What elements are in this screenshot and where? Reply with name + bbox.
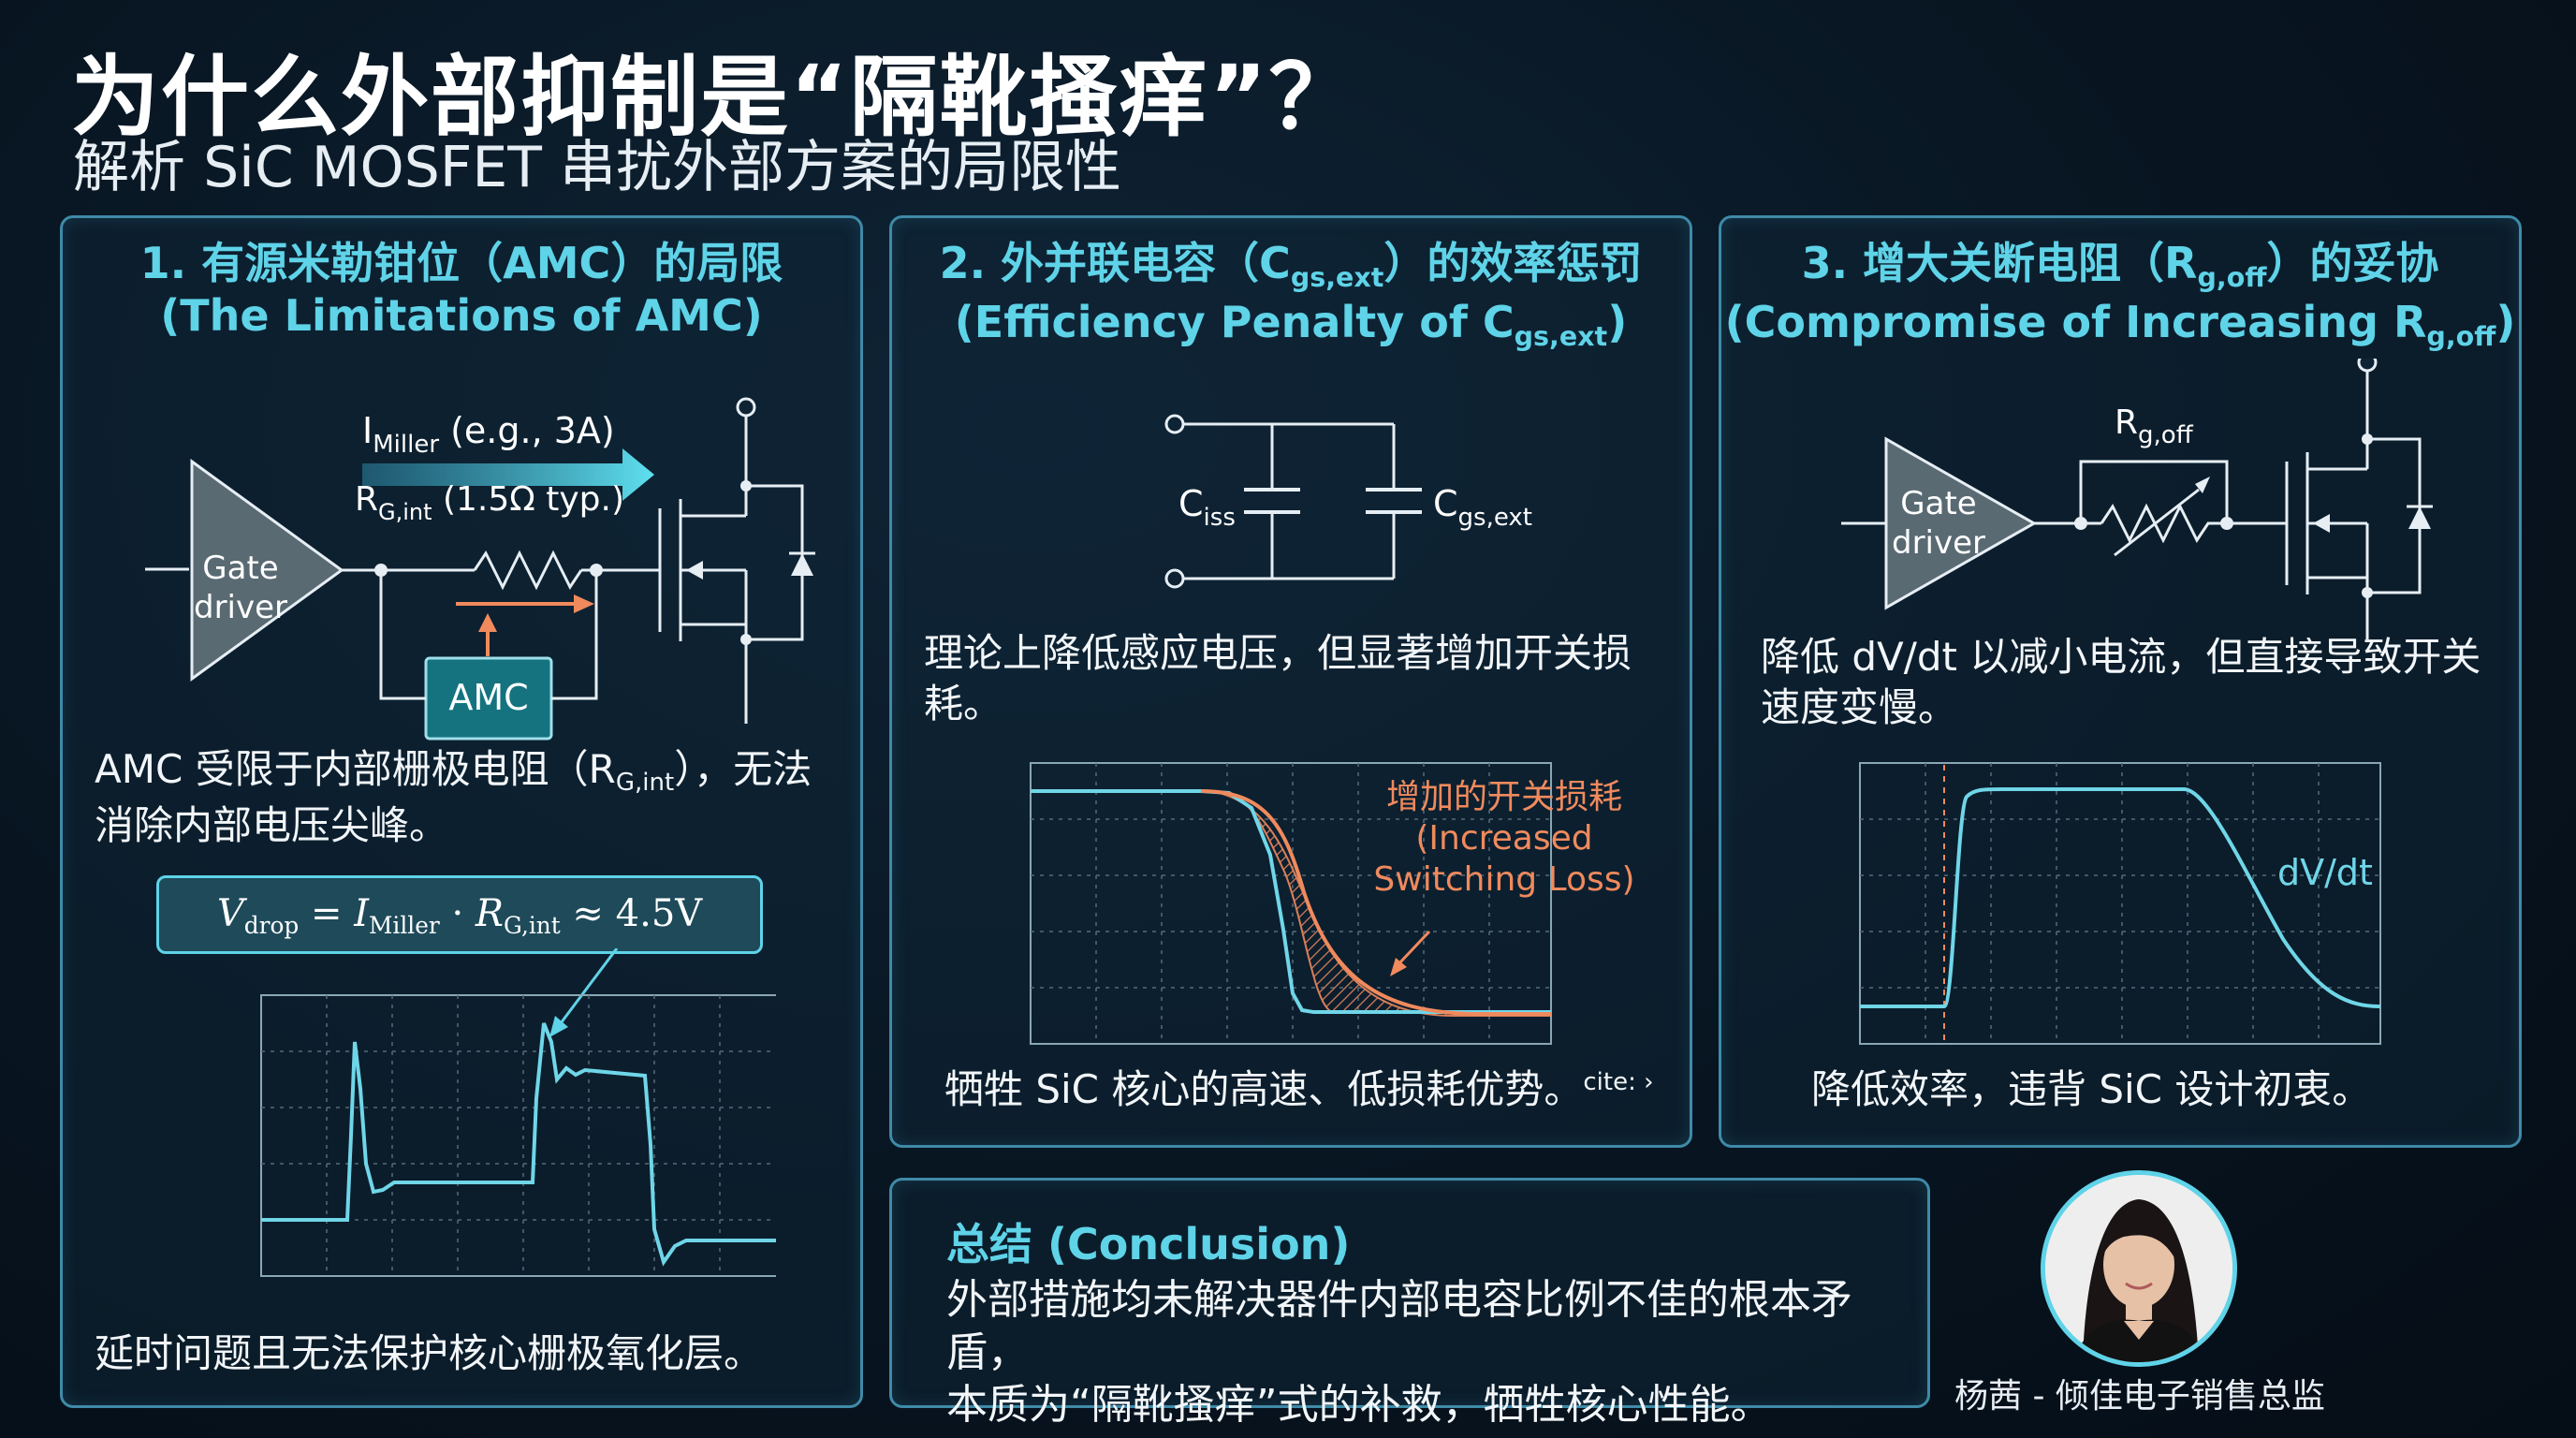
slow-switching-trace [1200, 789, 1551, 1016]
panel-rgoff-compromise: 3. 增大关断电阻（Rg,off）的妥协 (Compromise of Incr… [1719, 215, 2522, 1148]
switching-loss-waveform: 增加的开关损耗 (Increased Switching Loss) [1030, 762, 1635, 1045]
loss-annotation-line3: Switching Loss) [1373, 860, 1634, 899]
panel-2-footer-text: 牺牲 SiC 核心的高速、低损耗优势。 [944, 1066, 1584, 1112]
formula-dot: · [439, 892, 476, 935]
rgoff-label-main: R [2115, 404, 2138, 442]
panel-3-title: 3. 增大关断电阻（Rg,off）的妥协 (Compromise of Incr… [1721, 237, 2519, 355]
panel-2-footer-cite: cite: › [1583, 1068, 1654, 1096]
rgint-label-sub: G,int [378, 499, 432, 525]
amc-circuit-diagram: IMiller (e.g., 3A) RG,int (1.5Ω typ.) Ga… [145, 397, 815, 741]
imiller-label-suffix: (e.g., 3A) [439, 410, 615, 451]
svg-text:Rg,off: Rg,off [2115, 404, 2194, 449]
panel-amc-limitations: 1. 有源米勒钳位（AMC）的局限 (The Limitations of AM… [60, 215, 863, 1408]
conclusion-line2: 本质为“隔靴搔痒”式的补救，牺牲核心性能。 [946, 1381, 1772, 1429]
panel-1-title: 1. 有源米勒钳位（AMC）的局限 (The Limitations of AM… [63, 237, 860, 342]
panel-1-footer: 延时问题且无法保护核心栅极氧化层。 [95, 1330, 764, 1376]
panel-3-title-line2-sub: g,off [2426, 321, 2496, 353]
panel-1-desc-sub: G,int [615, 769, 675, 798]
gate-driver-triangle [190, 459, 344, 682]
rgoff-label-sub: g,off [2138, 421, 2194, 449]
amc-box-label: AMC [448, 677, 528, 718]
formula-v: V [216, 892, 244, 935]
panel-3-title-line1-sub: g,off [2197, 262, 2267, 294]
cgs-label-main: C [1433, 483, 1458, 524]
page-title: 为什么外部抑制是“隔靴搔痒”？ [71, 47, 1359, 149]
gate-driver-3-label-line1: Gate [1900, 485, 1976, 522]
formula-i-sub: Miller [369, 911, 440, 939]
panel-2-title-line2-sub: gs,ext [1514, 321, 1608, 353]
imiller-label-sub: Miller [373, 431, 439, 459]
panel-1-title-line1: 1. 有源米勒钳位（AMC）的局限 [139, 238, 783, 288]
gate-driver-label-line2: driver [194, 589, 287, 626]
panel-1-desc-post: ），无法 [674, 746, 812, 792]
vdrop-formula-box: Vdrop = IMiller · RG,int ≈ 4.5V [156, 875, 763, 954]
panel-3-title-line1-pre: 3. 增大关断电阻（R [1801, 238, 2198, 288]
panel-3-footer: 降低效率，违背 SiC 设计初衷。 [1811, 1066, 2372, 1112]
svg-text:Cgs,ext: Cgs,ext [1433, 483, 1532, 532]
imiller-label-main: I [362, 410, 373, 451]
panel-3-desc-line2: 速度变慢。 [1761, 684, 1958, 730]
mosfet-symbol [658, 397, 804, 724]
gate-voltage-spike-waveform [260, 948, 776, 1277]
panel-1-title-line2: (The Limitations of AMC) [160, 290, 763, 341]
panel-3-title-line1-post: ）的妥协 [2266, 238, 2439, 288]
amc-up-arrow [478, 613, 497, 632]
gate-driver-triangle-3 [1884, 436, 2038, 610]
formula-v-sub: drop [243, 911, 300, 939]
svg-text:Ciss: Ciss [1178, 483, 1236, 532]
rgoff-variable-resistor [2100, 503, 2246, 544]
panel-2-title-line1-pre: 2. 外并联电容（C [939, 238, 1291, 288]
formula-i: I [354, 892, 370, 935]
panel-2-desc-line1: 理论上降低感应电压，但显著增加开关损 [924, 630, 1632, 676]
loss-annotation-line2: (Increased [1415, 819, 1592, 858]
panel-2-description: 理论上降低感应电压，但显著增加开关损 耗。 [924, 628, 1632, 729]
slow-dvdt-waveform: dV/dt [1859, 762, 2381, 1045]
capacitor-circuit-diagram: Ciss Cgs,ext [1164, 414, 1532, 589]
panel-2-desc-line2: 耗。 [924, 681, 1003, 726]
formula-approx: ≈ 4.5V [560, 892, 703, 935]
formula-r: R [475, 892, 505, 935]
panel-2-title: 2. 外并联电容（Cgs,ext）的效率惩罚 (Efficiency Penal… [892, 237, 1690, 355]
formula-eq: = [299, 892, 355, 935]
panel-2-title-line1-sub: gs,ext [1290, 262, 1384, 294]
panel-3-title-line2-pre: (Compromise of Increasing R [1724, 297, 2427, 347]
svg-text:RG,int (1.5Ω typ.): RG,int (1.5Ω typ.) [355, 480, 624, 525]
formula-r-sub: G,int [504, 911, 561, 939]
gate-driver-label-line1: Gate [202, 550, 278, 587]
panel-3-desc-line1: 降低 dV/dt 以减小电流，但直接导致开关 [1761, 634, 2481, 680]
panel-1-desc-pre: AMC 受限于内部栅极电阻（R [95, 746, 616, 792]
imiller-arrow [362, 448, 654, 501]
loss-annotation-line1: 增加的开关损耗 [1386, 778, 1622, 816]
conclusion-title: 总结 (Conclusion) [946, 1219, 1351, 1269]
rgint-label-main: R [355, 480, 378, 519]
rgoff-circuit-diagram: Gate driver Rg,off [1841, 359, 2433, 639]
dvdt-label: dV/dt [2277, 852, 2373, 893]
panel-2-title-line2-pre: (Efficiency Penalty of C [954, 297, 1515, 347]
conclusion-panel: 总结 (Conclusion) 外部措施均未解决器件内部电容比例不佳的根本矛盾，… [889, 1178, 1930, 1429]
ciss-label-sub: iss [1204, 504, 1236, 532]
panel-cgs-ext-penalty: 2. 外并联电容（Cgs,ext）的效率惩罚 (Efficiency Penal… [889, 215, 1692, 1148]
slow-dvdt-trace [1860, 787, 2381, 1008]
panel-2-title-line2-post: ) [1607, 297, 1628, 347]
presenter-avatar [2041, 1170, 2237, 1367]
panel-2-title-line1-post: ）的效率惩罚 [1383, 238, 1643, 288]
conclusion-text: 外部措施均未解决器件内部电容比例不佳的根本矛盾， 本质为“隔靴搔痒”式的补救，牺… [946, 1274, 1927, 1431]
increased-loss-area [1209, 790, 1552, 1017]
panel-1-desc-line2: 消除内部电压尖峰。 [95, 802, 449, 848]
cgs-label-sub: gs,ext [1458, 504, 1532, 532]
panel-3-title-line2-post: ) [2496, 297, 2516, 347]
svg-text:IMiller (e.g., 3A): IMiller (e.g., 3A) [362, 410, 615, 459]
conclusion-line1: 外部措施均未解决器件内部电容比例不佳的根本矛盾， [946, 1276, 1852, 1376]
rgint-label-suffix: (1.5Ω typ.) [432, 480, 624, 519]
panel-1-description: AMC 受限于内部栅极电阻（RG,int），无法 消除内部电压尖峰。 [95, 744, 812, 851]
panel-2-footer: 牺牲 SiC 核心的高速、低损耗优势。cite: › [944, 1064, 1654, 1121]
page-subtitle: 解析 SiC MOSFET 串扰外部方案的局限性 [73, 135, 1122, 200]
ciss-label-main: C [1178, 483, 1204, 524]
panel-3-description: 降低 dV/dt 以减小电流，但直接导致开关 速度变慢。 [1761, 632, 2481, 733]
presenter-caption: 杨茜 - 倾佳电子销售总监 [1954, 1377, 2325, 1416]
gate-voltage-trace [261, 1022, 776, 1267]
gate-driver-3-label-line2: driver [1892, 524, 1985, 562]
rgint-resistor [473, 550, 583, 591]
